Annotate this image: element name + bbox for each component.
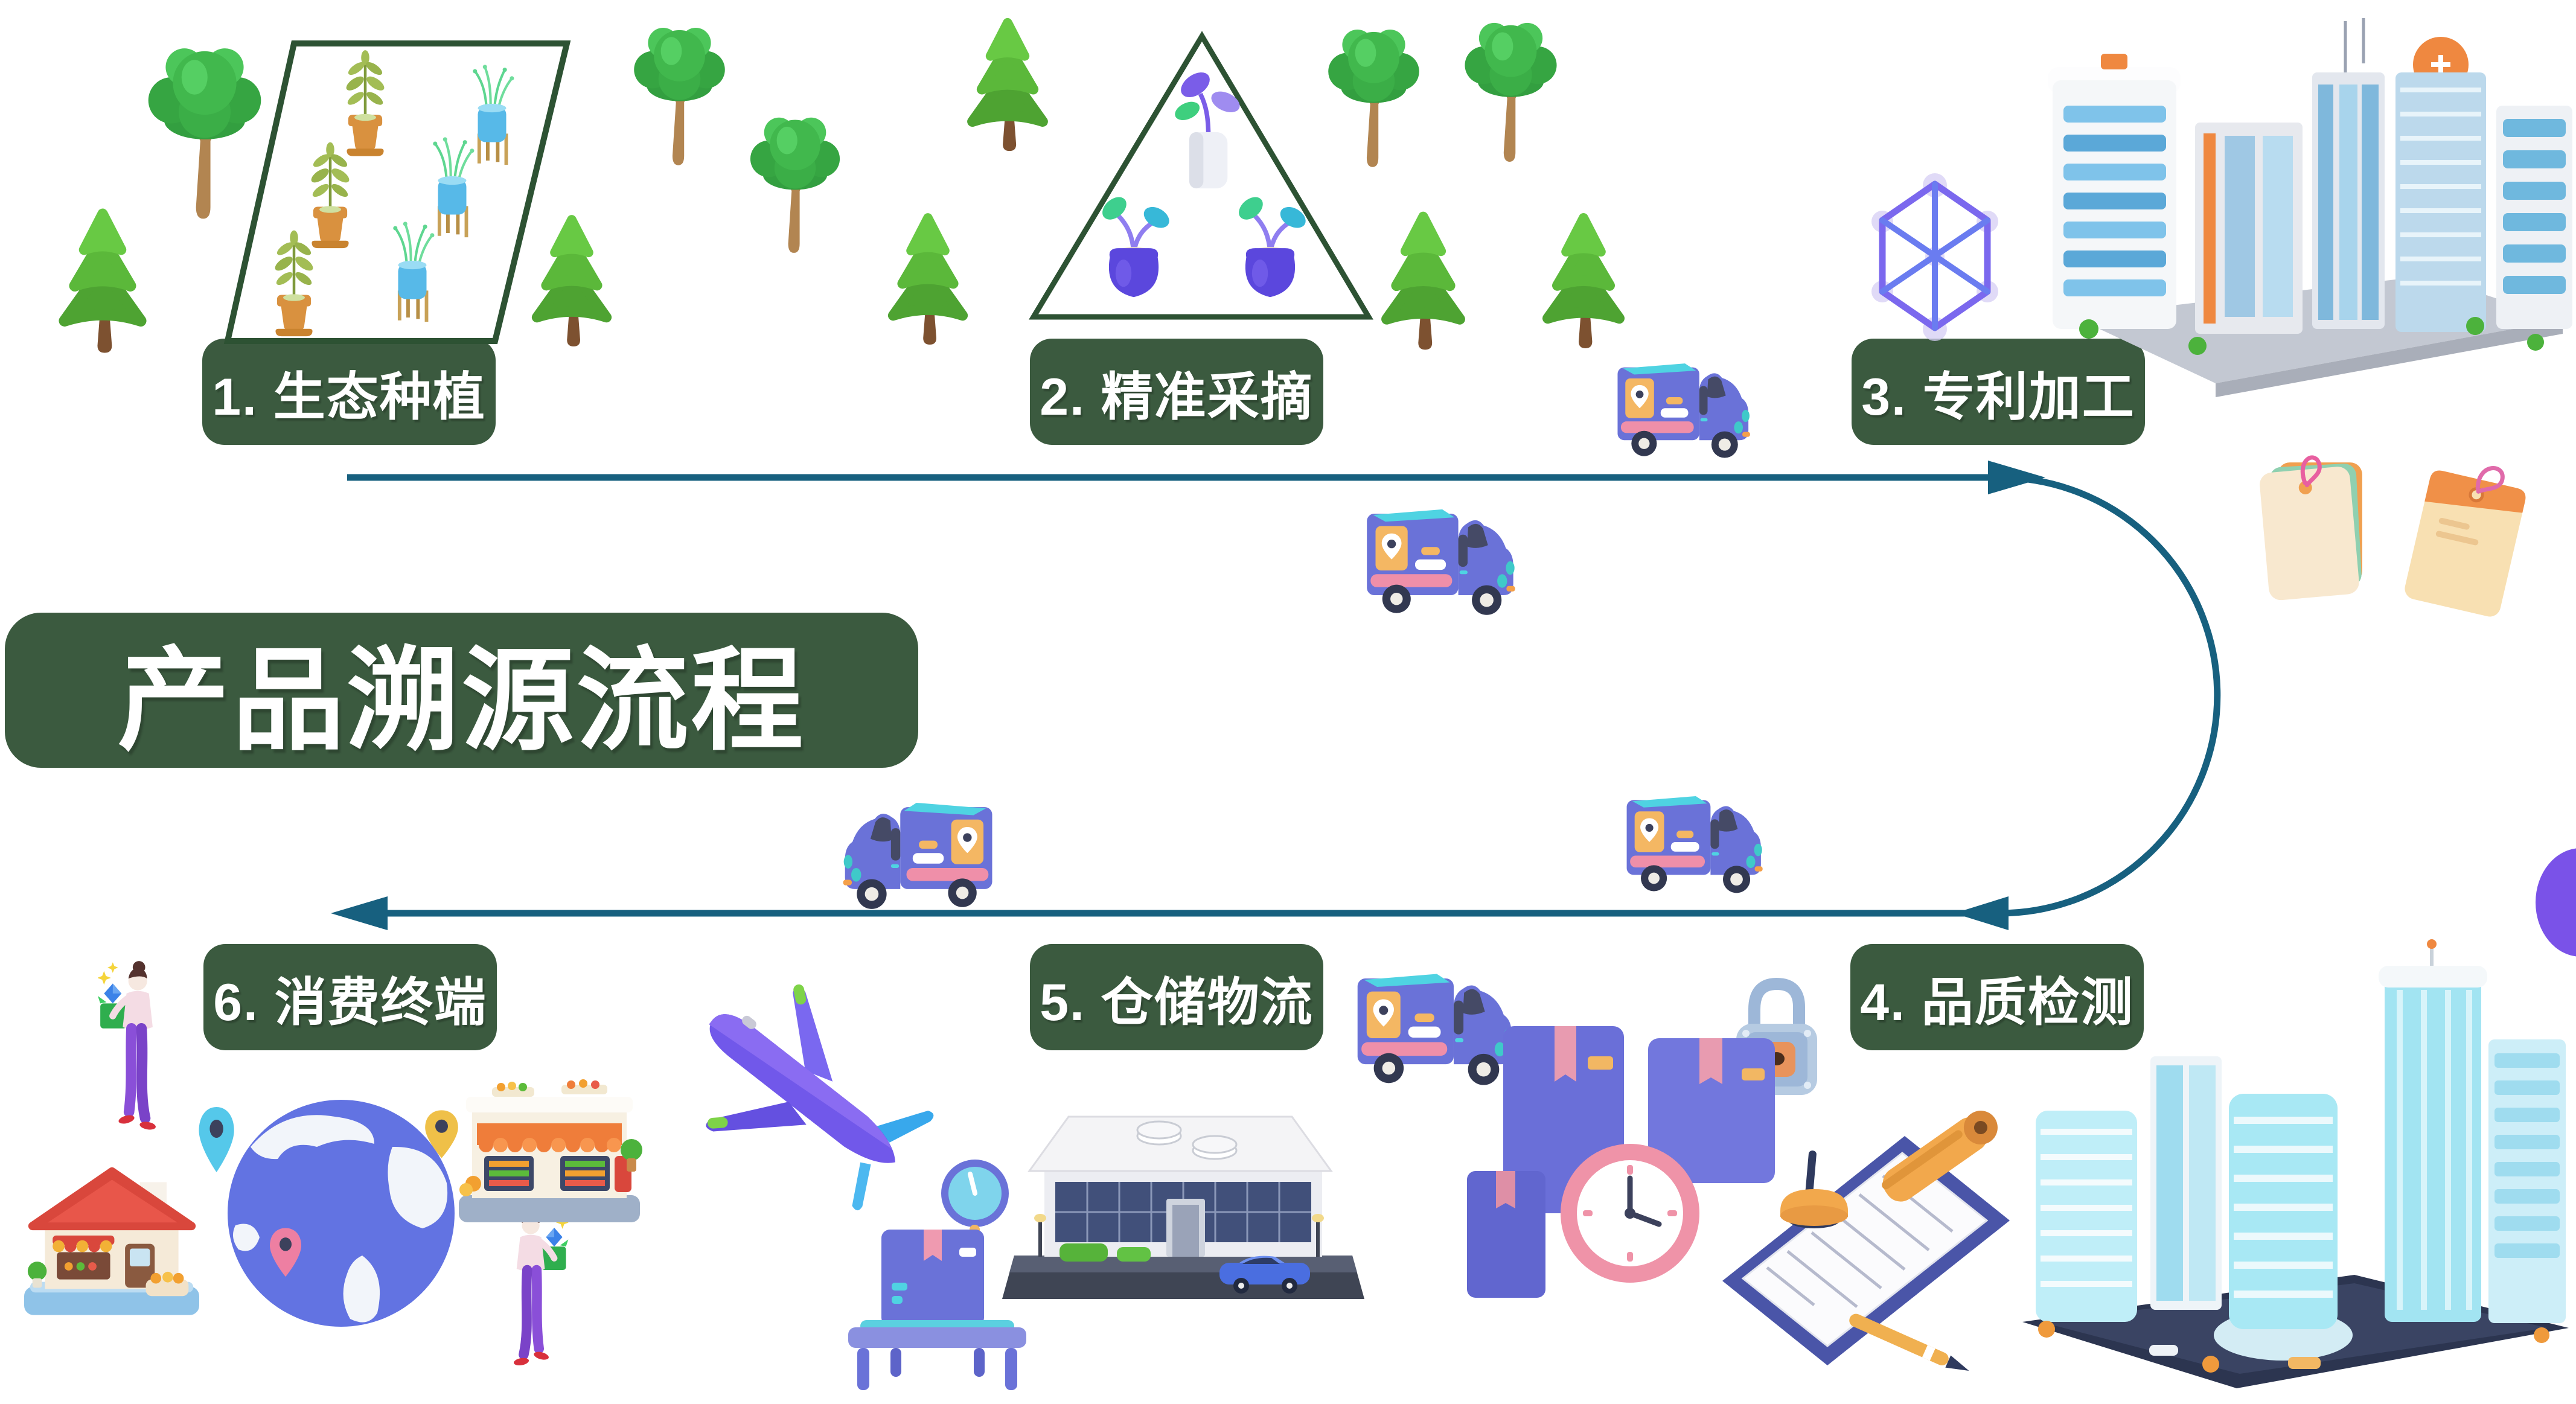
purple-pot-sprout-icon <box>1094 182 1174 316</box>
factory-city-icon <box>2048 18 2572 397</box>
certificate-lines <box>1766 1175 1954 1308</box>
stamp-icon <box>1780 1150 1848 1228</box>
page-title: 产品溯源流程 <box>5 613 918 768</box>
step-label-6: 6. 消费终端 <box>203 944 497 1050</box>
delivery-truck-icon <box>1362 489 1523 619</box>
pine-tree-icon <box>55 203 150 358</box>
olive-seedling-pot-icon <box>267 228 321 340</box>
step-label-2: 2. 精准采摘 <box>1030 339 1323 445</box>
planting-field-icon <box>223 40 571 344</box>
location-pin-icon <box>199 1107 234 1172</box>
round-tree-icon <box>738 105 852 261</box>
location-pin-icon <box>270 1228 301 1277</box>
weighing-scale-icon <box>848 1160 1026 1390</box>
round-tree-icon <box>1315 17 1432 175</box>
blockchain-cube-icon <box>1871 173 1998 341</box>
picking-triangle-icon <box>1029 31 1373 320</box>
round-tree-icon <box>621 13 738 175</box>
grass-planter-icon <box>384 212 441 333</box>
blue-city-icon <box>2022 939 2569 1388</box>
step-label-3: 3. 专利加工 <box>1852 339 2145 445</box>
step-label-1: 1. 生态种植 <box>202 339 496 445</box>
shopper-with-gift-icon <box>81 959 190 1146</box>
pine-tree-icon <box>886 200 970 358</box>
pine-tree-icon <box>1540 203 1627 358</box>
delivery-truck-icon <box>1622 777 1769 896</box>
orange-awning-store-icon <box>459 1079 642 1222</box>
purple-pot-sprout-icon <box>1230 182 1310 316</box>
step-label-5: 5. 仓储物流 <box>1030 944 1323 1050</box>
globe-icon <box>199 1100 458 1327</box>
parcel-clock-icon <box>1467 1026 1775 1298</box>
pine-tree-icon <box>1379 203 1468 358</box>
red-roof-shop-icon <box>24 1167 199 1315</box>
delivery-truck-icon <box>836 782 997 913</box>
pine-tree-icon <box>529 203 614 358</box>
location-pin-icon <box>425 1110 458 1158</box>
step-label-4: 4. 品质检测 <box>1850 944 2144 1050</box>
price-tags-icon <box>2260 455 2526 617</box>
pen-icon <box>1849 1313 1969 1371</box>
airplane-icon <box>706 984 934 1211</box>
scroll-icon <box>1882 1111 1998 1202</box>
round-tree-icon <box>1452 13 1570 167</box>
warehouse-icon <box>1002 1115 1364 1299</box>
certificate-stamp-icon <box>1722 1111 2010 1371</box>
delivery-truck-icon <box>1613 345 1757 461</box>
